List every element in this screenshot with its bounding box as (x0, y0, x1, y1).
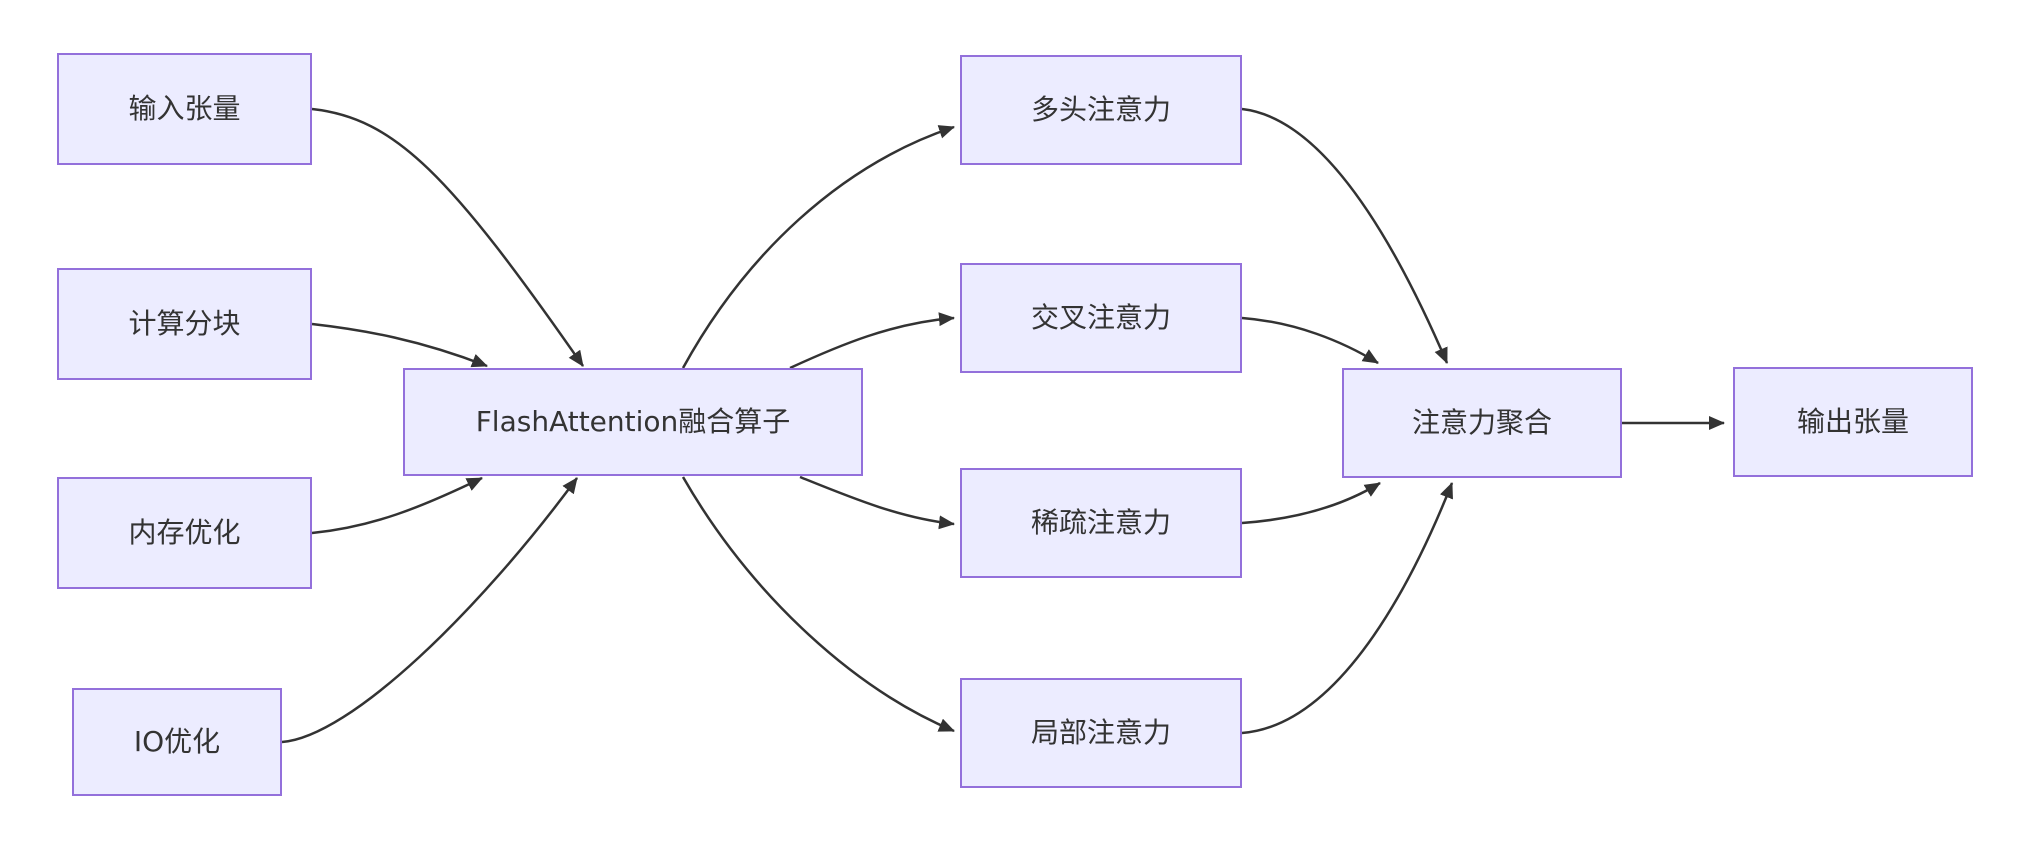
node-compute-block: 计算分块 (57, 268, 312, 380)
node-input-tensor: 输入张量 (57, 53, 312, 165)
edge-flash-to-local (681, 476, 955, 733)
edge-local-to-agg (1241, 482, 1454, 735)
node-flash-attention-label: FlashAttention融合算子 (475, 405, 791, 439)
node-io-opt-label: IO优化 (133, 725, 221, 759)
edge-compute-block-to-flash (311, 322, 488, 368)
node-input-tensor-label: 输入张量 (128, 92, 241, 126)
edge-flash-to-mha (681, 125, 955, 369)
node-mem-opt-label: 内存优化 (128, 516, 241, 550)
node-mem-opt: 内存优化 (57, 477, 312, 589)
node-compute-block-label: 计算分块 (128, 307, 241, 341)
edge-cross-to-agg (1241, 316, 1379, 365)
node-local-attention-label: 局部注意力 (1030, 716, 1171, 750)
node-output-tensor-label: 输出张量 (1796, 405, 1909, 439)
node-multi-head-attention-label: 多头注意力 (1030, 93, 1171, 127)
node-io-opt: IO优化 (72, 688, 282, 796)
edge-io-opt-to-flash (281, 477, 579, 744)
edge-mha-to-agg (1241, 107, 1449, 364)
node-sparse-attention: 稀疏注意力 (960, 468, 1242, 578)
node-output-tensor: 输出张量 (1733, 367, 1973, 477)
node-local-attention: 局部注意力 (960, 678, 1242, 788)
node-cross-attention: 交叉注意力 (960, 263, 1242, 373)
node-attention-aggregation-label: 注意力聚合 (1411, 406, 1552, 440)
node-cross-attention-label: 交叉注意力 (1030, 301, 1171, 335)
edge-input-tensor-to-flash (311, 107, 585, 367)
edge-flash-to-sparse (799, 475, 955, 530)
edge-sparse-to-agg (1241, 481, 1381, 525)
node-sparse-attention-label: 稀疏注意力 (1030, 506, 1171, 540)
edge-flash-to-cross (789, 312, 955, 370)
node-flash-attention: FlashAttention融合算子 (403, 368, 863, 476)
edge-mem-opt-to-flash (311, 476, 483, 535)
node-attention-aggregation: 注意力聚合 (1342, 368, 1622, 478)
node-multi-head-attention: 多头注意力 (960, 55, 1242, 165)
